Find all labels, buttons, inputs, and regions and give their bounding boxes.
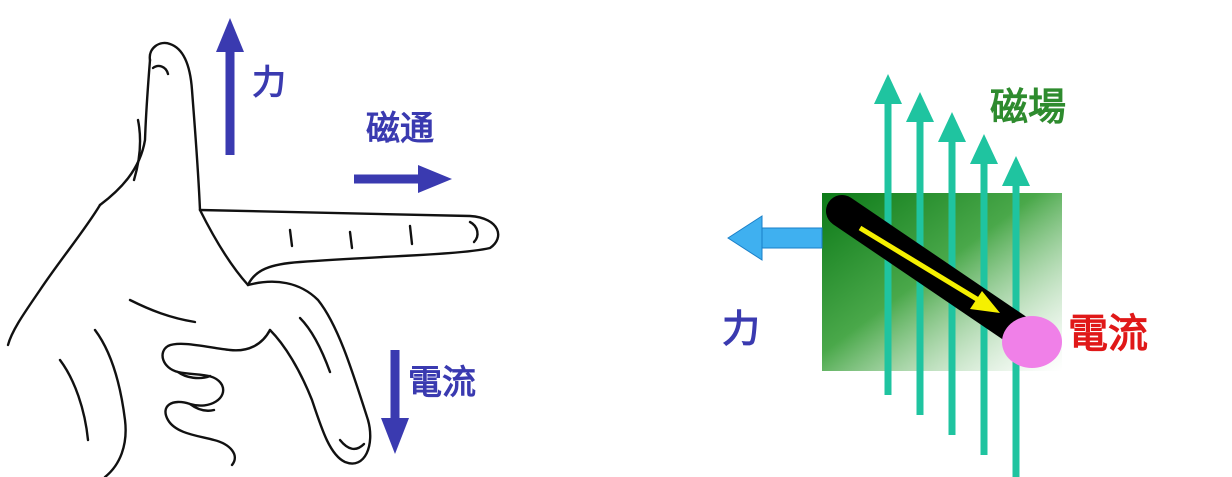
- current-direction-arrow: [858, 225, 987, 307]
- index-finger-outline: [198, 208, 500, 287]
- current-arrowhead: [970, 291, 1000, 313]
- right-force-label: 力: [722, 306, 761, 351]
- conductor-rod: [826, 195, 1062, 368]
- force-arrow-left: [727, 215, 823, 261]
- force-arrow-up: [216, 18, 244, 155]
- left-hand-drawing: [6, 41, 500, 477]
- right-current-label: 電流: [1068, 310, 1148, 357]
- curled-fingers-outline: [161, 328, 272, 467]
- right-field-diagram: [727, 74, 1062, 477]
- left-arrows: [216, 18, 452, 454]
- flux-arrow-right: [354, 165, 452, 193]
- thumb-outline: [148, 41, 202, 212]
- palm-outline: [6, 203, 102, 347]
- current-arrow-down: [381, 350, 409, 454]
- middle-finger-outline: [246, 280, 372, 465]
- conductor-end: [1002, 316, 1062, 368]
- left-flux-label: 磁通: [366, 109, 434, 149]
- left-force-label: 力: [252, 63, 286, 103]
- magnetic-field-label: 磁場: [990, 84, 1067, 129]
- left-current-label: 電流: [408, 363, 476, 403]
